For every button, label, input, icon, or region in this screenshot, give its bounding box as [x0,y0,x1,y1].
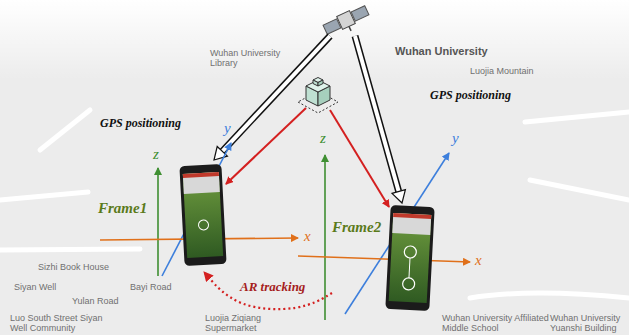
map-label: Wuhan University Library [210,48,290,68]
axis-label: x [475,252,482,269]
phone-screen-map [392,213,431,235]
road [525,112,629,122]
road [470,293,629,298]
map-label: Luojia Ziqiang Supermarket [205,313,277,333]
pose-arrow [330,110,389,207]
z-axis [157,168,159,276]
phone-marker [198,220,209,231]
solar-panel [351,6,369,21]
z-axis [324,155,326,320]
phone-screen [183,172,223,258]
x-axis [298,256,470,262]
solar-panel [323,19,341,34]
road [0,192,88,200]
axis-label: z [153,146,159,163]
pose-arrow [226,108,306,184]
virtual-object [298,78,338,114]
object-top [318,80,323,86]
phone-marker [402,278,415,291]
axis-label: x [304,228,311,245]
map-fade [0,0,629,80]
edge-label: AR tracking [238,279,307,295]
phone-screen [389,213,432,303]
phone-icon [179,164,226,266]
map-label: Siyan Well [14,282,56,292]
satellite-body [337,11,356,30]
map-label: Wuhan University Yuanshi Building [550,313,626,333]
antenna [349,26,351,31]
phone-marker [404,246,417,259]
gps-arrow-head [392,190,405,203]
map-roads [0,110,629,298]
road [530,180,629,200]
gps-label: GPS positioning [430,88,511,103]
map-label: Luo South Street Siyan Well Community [10,313,110,333]
tracking-arrow [204,272,332,309]
map-label: Sizhi Book House [38,262,109,272]
map-label: Wuhan University Affiliated Middle Schoo… [442,313,554,333]
axis-label: y [452,130,459,147]
axis-label: y [224,120,231,137]
phone-status-bar [183,172,219,178]
road [0,249,140,250]
phone-icon [385,205,434,311]
frame-node: Frame1 [98,160,226,272]
road [40,110,90,150]
y-axis [162,143,231,276]
axis-label: z [320,130,326,147]
gps-label: GPS positioning [100,116,181,131]
object-top [313,80,318,86]
frame-label: Frame2 [332,219,381,236]
map-label: Yulan Road [72,296,119,306]
phone-body [385,205,434,311]
gps-arrow-outline [355,36,399,192]
map-label: Bayi Road [130,282,172,292]
phone-screen-map [183,172,220,194]
satellite-icon [322,4,372,41]
phone-body [179,164,226,266]
phone-status-bar [393,213,431,219]
map-label: Wuhan University [395,45,488,57]
gps-arrow-fill [355,36,399,192]
phone-marker-line [409,258,410,278]
frame-node: Frame2 [332,205,434,315]
map-label: Luojia Mountain [470,66,534,76]
frame-label: Frame1 [98,200,147,217]
gps-arrow [355,36,405,203]
